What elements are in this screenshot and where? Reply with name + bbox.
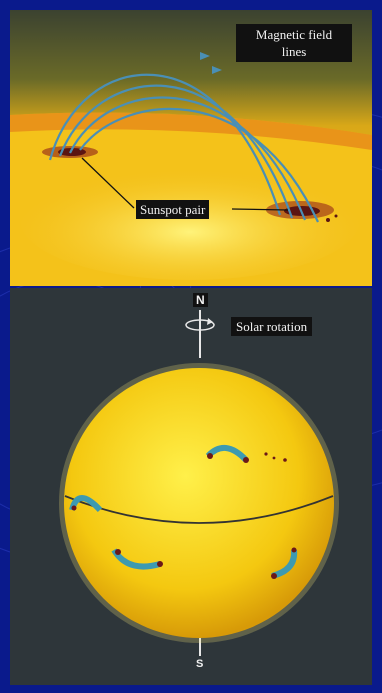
magnetic-field-label: Magnetic field lines bbox=[236, 24, 352, 62]
rotating-sun-illustration bbox=[10, 288, 372, 685]
rotation-arrowhead-icon bbox=[207, 318, 213, 325]
sunspot-pair-label: Sunspot pair bbox=[136, 200, 209, 219]
sun-globe bbox=[64, 368, 334, 638]
surface-glow bbox=[20, 160, 360, 280]
south-pole-label: S bbox=[196, 658, 203, 670]
solar-rotation-label: Solar rotation bbox=[231, 317, 312, 336]
sunspot-field-panel: Magnetic field lines Sunspot pair bbox=[10, 10, 372, 286]
solar-rotation-panel: N S Solar rotation bbox=[10, 288, 372, 685]
north-pole-label: N bbox=[193, 293, 208, 307]
